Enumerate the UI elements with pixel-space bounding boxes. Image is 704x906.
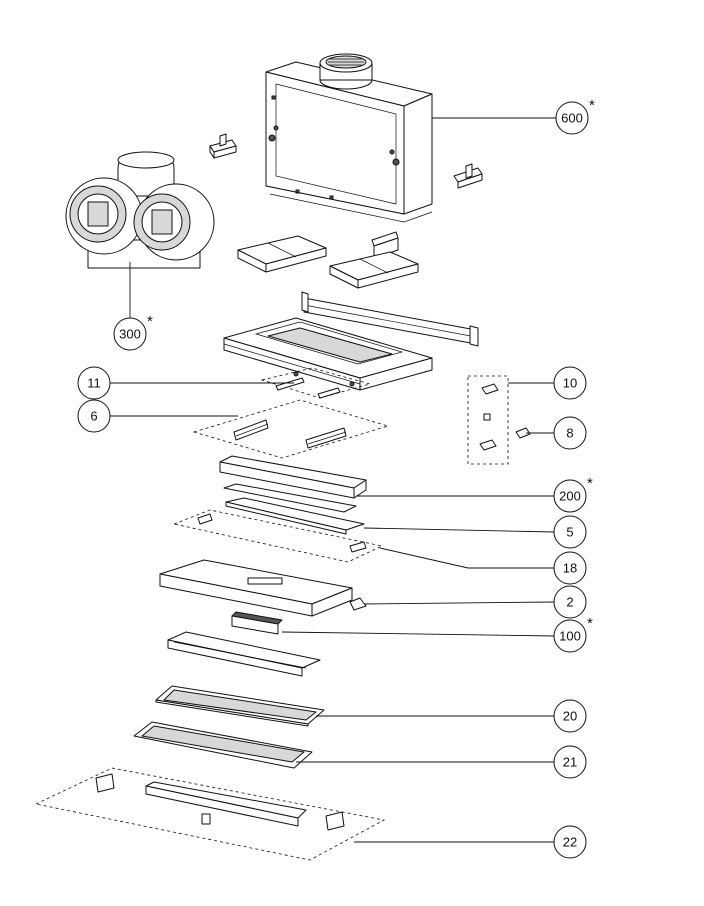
callout-label: 5	[566, 525, 573, 540]
small-bracket-center	[371, 231, 399, 259]
group-10-parts	[467, 375, 509, 465]
callout-label: 6	[90, 409, 97, 424]
callout-label: 18	[563, 561, 577, 576]
callout-8: 8	[553, 416, 587, 450]
callout-label: 20	[563, 709, 577, 724]
motor-housing-part	[265, 53, 433, 223]
group-18-parts	[172, 509, 384, 563]
callout-label: 21	[563, 755, 577, 770]
part-5	[225, 497, 365, 535]
grease-trays	[237, 235, 419, 289]
part-100	[231, 611, 283, 635]
callout-label: 2	[566, 595, 573, 610]
callout-100: 100 *	[553, 615, 593, 653]
callout-5: 5	[553, 515, 587, 549]
mounting-bracket-left	[209, 133, 237, 159]
filter-chassis	[159, 559, 353, 617]
callout-label: 11	[87, 376, 101, 391]
callout-star: *	[587, 475, 593, 492]
callout-label: 600	[561, 111, 583, 126]
base-frame	[223, 317, 433, 391]
callout-star: *	[589, 97, 595, 114]
group-8-part	[515, 427, 531, 439]
part-200	[219, 455, 367, 513]
group-22-parts	[34, 767, 386, 861]
callout-star: *	[587, 615, 593, 632]
callout-21: 21	[553, 745, 587, 779]
callout-label: 300	[119, 327, 141, 342]
callout-6: 6	[77, 399, 111, 433]
callout-label: 100	[559, 629, 581, 644]
callout-star: *	[147, 313, 153, 330]
part-20	[155, 685, 325, 727]
callout-11: 11	[77, 366, 111, 400]
group-11-parts	[260, 367, 372, 399]
callout-18: 18	[553, 551, 587, 585]
part-2	[349, 597, 367, 611]
callout-10: 10	[553, 366, 587, 400]
callout-22: 22	[553, 825, 587, 859]
leader-lines	[110, 117, 556, 843]
callout-label: 8	[566, 426, 573, 441]
callout-label: 200	[559, 489, 581, 504]
part-21	[133, 721, 313, 769]
top-rail	[301, 291, 479, 347]
callout-2: 2	[553, 585, 587, 619]
twin-blower-part	[65, 151, 215, 269]
callout-label: 22	[563, 835, 577, 850]
callout-label: 10	[563, 376, 577, 391]
mounting-bracket-right	[453, 163, 483, 189]
callout-200: 200 *	[553, 475, 593, 513]
callout-20: 20	[553, 699, 587, 733]
callout-600: 600 *	[555, 97, 595, 135]
callout-300: 300 *	[113, 313, 153, 351]
lower-frame	[167, 631, 321, 677]
group-6-parts	[192, 399, 390, 459]
